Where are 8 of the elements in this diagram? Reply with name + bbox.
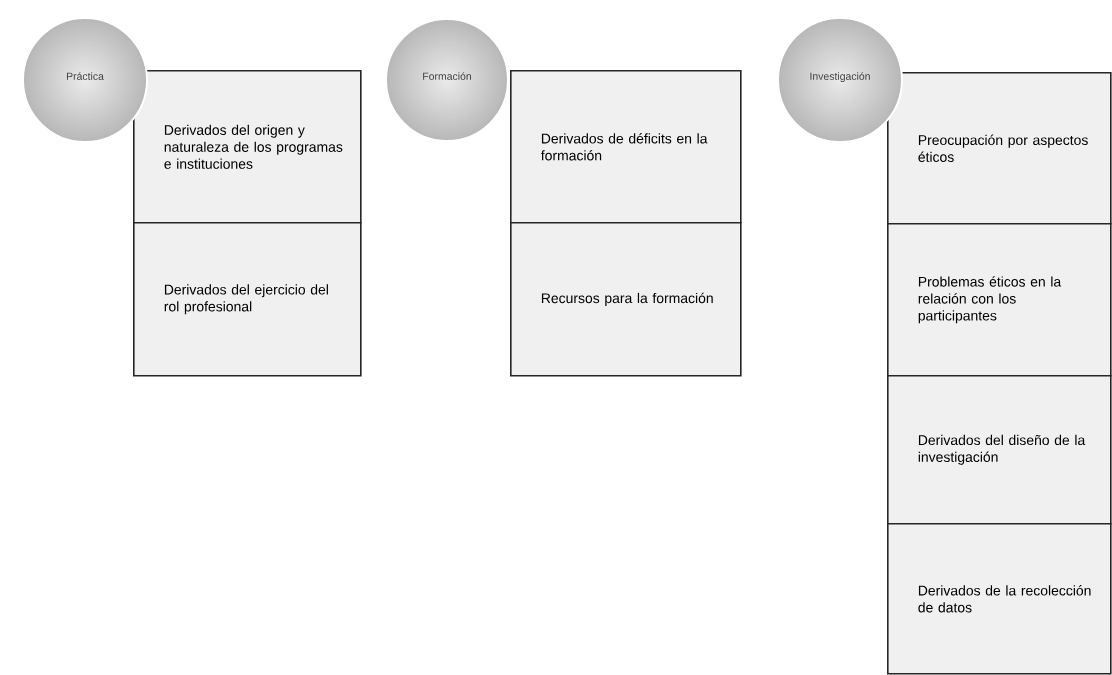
category-box: Preocupación por aspectos éticos	[887, 72, 1112, 225]
category-box: Derivados del origen y naturaleza de los programas e instituciones	[133, 70, 362, 224]
category-box: Derivados del ejercicio del rol profesional	[133, 222, 362, 377]
category-box: Derivados del diseño de la investigación	[887, 375, 1112, 525]
category-box: Problemas éticos en la relación con los participantes	[887, 223, 1112, 377]
category-box: Recursos para la formación	[510, 222, 742, 377]
category-box: Derivados de la recolección de datos	[887, 523, 1112, 675]
category-box: Derivados de déficits en la formación	[510, 70, 742, 224]
